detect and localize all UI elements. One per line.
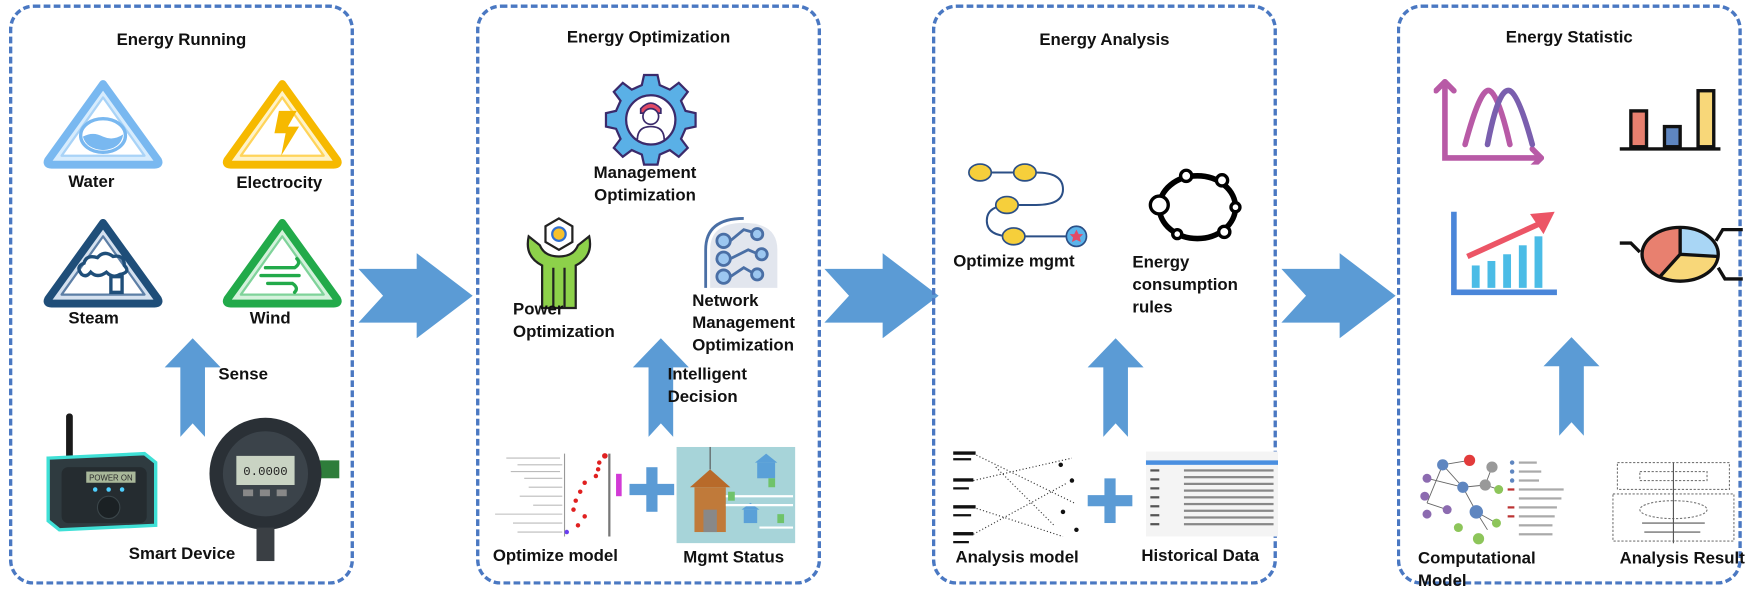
mgmt-status-thumbnail — [676, 446, 796, 544]
panel-title: Energy Analysis — [1039, 30, 1170, 50]
historical-data-label: Historical Data — [1141, 546, 1260, 566]
computational-model-label: Computational Model — [1418, 548, 1536, 591]
optimize-model-label: Optimize model — [492, 546, 618, 566]
analysis-model-label: Analysis model — [955, 547, 1079, 567]
panel-title: Energy Optimization — [566, 28, 731, 48]
sense-label: Sense — [218, 365, 268, 385]
optimize-path-icon — [967, 162, 1092, 252]
meter-readout: 0.0000 — [243, 465, 287, 479]
intelligent-decision-label: Intelligent Decision — [667, 365, 747, 407]
flow-arrow-1 — [358, 253, 474, 339]
water-label: Water — [68, 172, 115, 192]
optimize-mgmt-label: Optimize mgmt — [953, 252, 1075, 272]
steam-icon — [41, 216, 164, 308]
flow-arrow-2 — [824, 253, 940, 339]
panel-energy-running: Energy Running Water Electrocity — [8, 4, 354, 585]
management-gear-icon — [589, 73, 712, 169]
analysis-result-label: Analysis Result — [1619, 548, 1745, 568]
panel-title: Energy Running — [116, 30, 247, 50]
panel-title: Energy Statistic — [1505, 28, 1633, 48]
wind-label: Wind — [249, 309, 291, 329]
plus-icon — [629, 467, 675, 512]
smart-device-label: Smart Device — [128, 544, 236, 564]
electricity-icon — [221, 77, 344, 169]
flow-arrow-3 — [1281, 253, 1397, 339]
sense-arrow — [164, 338, 221, 439]
management-optimization-label: Management Optimization — [593, 163, 697, 205]
intelligent-decision-arrow — [632, 338, 689, 439]
network-circuit-icon — [699, 216, 789, 294]
power-wrench-icon — [520, 216, 598, 310]
network-management-optimization-label: Network Management Optimization — [692, 291, 795, 356]
optimize-model-chart-thumbnail — [483, 451, 630, 539]
power-optimization-label: Power Optimization — [513, 300, 615, 342]
growth-chart-icon — [1449, 207, 1561, 297]
mgmt-status-label: Mgmt Status — [683, 547, 785, 567]
wireless-sensor-device-icon: POWER ON — [44, 413, 160, 538]
distribution-curve-icon — [1433, 77, 1550, 165]
electricity-label: Electrocity — [236, 173, 323, 193]
device-badge: POWER ON — [89, 474, 133, 483]
computational-model-network-thumbnail — [1418, 454, 1575, 546]
analysis-model-graph-thumbnail — [951, 447, 1090, 550]
water-icon — [41, 77, 164, 169]
panel-energy-analysis: Energy Analysis Optimize mgmt — [931, 4, 1279, 585]
historical-data-table-thumbnail — [1145, 451, 1279, 537]
analysis-arrow — [1087, 338, 1144, 439]
plus-icon — [1087, 478, 1133, 524]
panel-energy-statistic: Energy Statistic — [1396, 4, 1745, 590]
energy-consumption-rules-label: Energy consumption rules — [1132, 253, 1238, 317]
consumption-rules-cycle-icon — [1144, 165, 1256, 250]
bar-chart-icon — [1619, 86, 1721, 153]
pie-chart-icon — [1619, 221, 1743, 288]
wind-icon — [221, 216, 344, 308]
analysis-result-flowchart-thumbnail — [1611, 460, 1736, 545]
digital-meter-device-icon: 0.0000 — [205, 416, 340, 562]
statistic-arrow — [1543, 337, 1600, 438]
panel-energy-optimization: Energy Optimization Management Optimizat… — [476, 4, 822, 585]
steam-label: Steam — [68, 309, 119, 329]
